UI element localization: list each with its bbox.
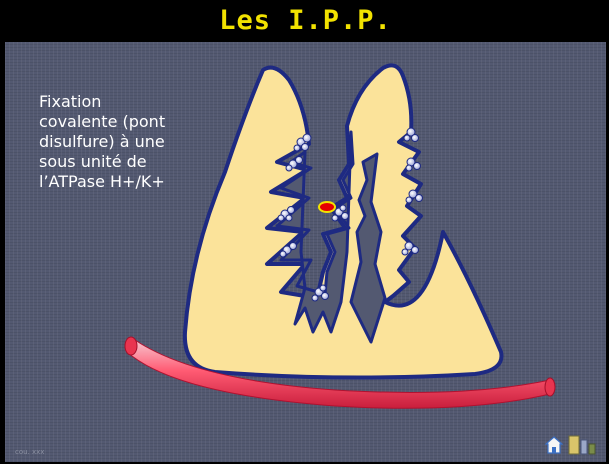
blood-vessel-left-end xyxy=(125,337,137,355)
caption-line: l’ATPase H+/K+ xyxy=(39,172,207,192)
ppi-drug-marker xyxy=(319,202,335,212)
gastric-gland-diagram xyxy=(5,2,606,462)
granule-cluster xyxy=(406,158,421,171)
caption: Fixation covalente (pont disulfure) à un… xyxy=(39,92,207,192)
navigation-icon[interactable] xyxy=(567,434,597,456)
footer-text: cou. xxx xyxy=(15,448,44,456)
caption-line: disulfure) à une xyxy=(39,132,207,152)
blood-vessel-right-end xyxy=(545,378,555,396)
home-icon[interactable] xyxy=(545,436,563,454)
caption-line: Fixation xyxy=(39,92,207,112)
caption-line: covalente (pont xyxy=(39,112,207,132)
caption-line: sous unité de xyxy=(39,152,207,172)
slide: Les I.P.P. xyxy=(5,2,606,462)
